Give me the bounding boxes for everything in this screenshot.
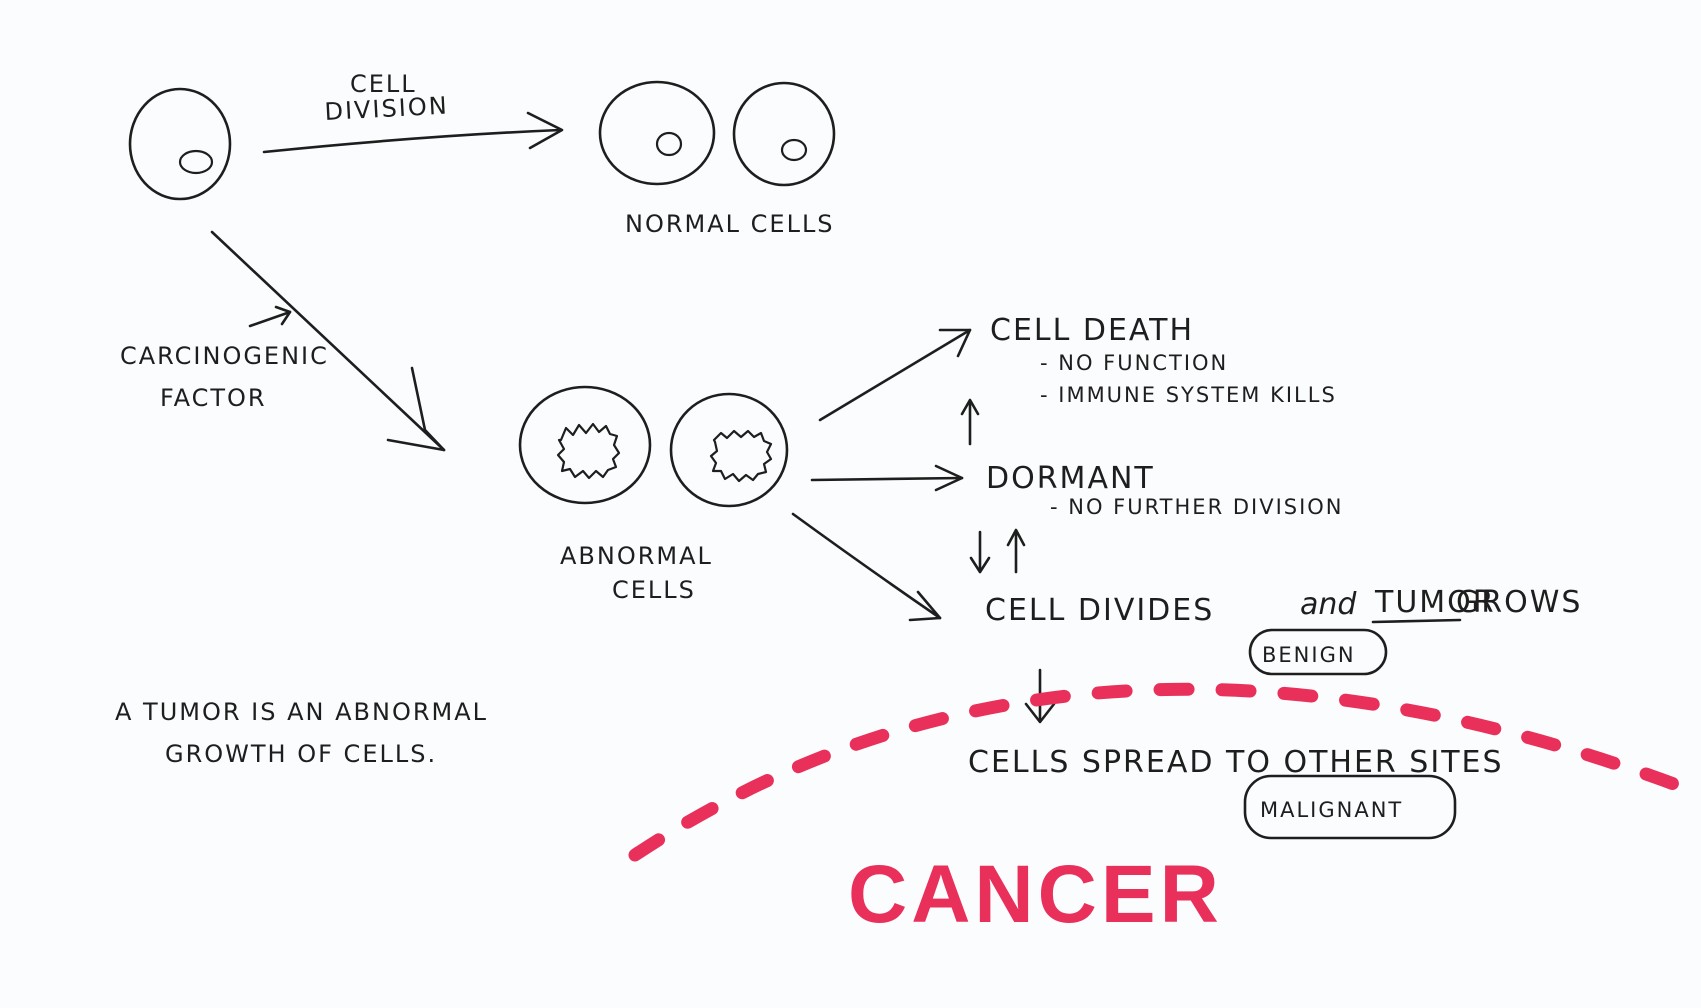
tumor-definition-line2: Growth of Cells. xyxy=(165,740,437,768)
cell-death-label: Cell Death xyxy=(990,313,1194,348)
cancer-label: Cancer xyxy=(848,849,1223,940)
abnormal-cell-right xyxy=(669,392,789,508)
arrow-dormant-to-death xyxy=(960,398,980,446)
dormant-label: Dormant xyxy=(986,461,1155,496)
malignant-label: Malignant xyxy=(1260,798,1403,822)
abnormal-cells-label-line1: Abnormal xyxy=(560,542,713,570)
cell-death-note-1: - No Function xyxy=(1040,351,1228,375)
arrow-divides-to-dormant xyxy=(1006,528,1026,574)
arrow-to-cell-death xyxy=(818,328,972,422)
benign-box xyxy=(1248,628,1388,676)
carcinogenic-factor-label-line2: Factor xyxy=(160,384,267,412)
tumor-label: Tumor xyxy=(1374,585,1496,620)
malignant-box xyxy=(1243,774,1457,840)
carcinogenic-factor-label-line1: Carcinogenic xyxy=(120,342,329,370)
grows-label: Grows xyxy=(1456,585,1582,620)
original-cell xyxy=(128,87,232,201)
cell-death-note-2: - Immune System Kills xyxy=(1040,383,1337,407)
and-label: and xyxy=(1300,587,1357,622)
tumor-underline xyxy=(1371,618,1462,624)
cell-divides-label: Cell Divides xyxy=(985,593,1214,628)
abnormal-cell-left xyxy=(518,385,652,505)
normal-cells-label: Normal Cells xyxy=(625,210,835,238)
benign-label: Benign xyxy=(1262,643,1356,667)
cells-spread-label: Cells Spread To Other Sites xyxy=(968,745,1504,780)
cell-division-label-line1: Cell xyxy=(350,70,417,98)
normal-cell-left xyxy=(598,80,716,186)
arrow-cell-division xyxy=(262,111,564,154)
arrow-to-cell-divides xyxy=(791,512,942,622)
arrow-carcinogenic-path xyxy=(210,230,446,452)
arrow-dormant-to-divides xyxy=(969,530,991,574)
arrow-to-dormant xyxy=(810,464,964,492)
abnormal-cells-label-line2: Cells xyxy=(612,576,696,604)
arrow-carcinogenic-small xyxy=(248,305,292,328)
cancer-boundary-dashed-line xyxy=(628,682,1697,862)
normal-cell-right xyxy=(732,81,836,187)
cell-division-label-line2: Division xyxy=(324,92,450,126)
tumor-definition-line1: A Tumor is An Abnormal xyxy=(115,698,488,726)
dormant-note-1: - No Further Division xyxy=(1050,495,1344,519)
